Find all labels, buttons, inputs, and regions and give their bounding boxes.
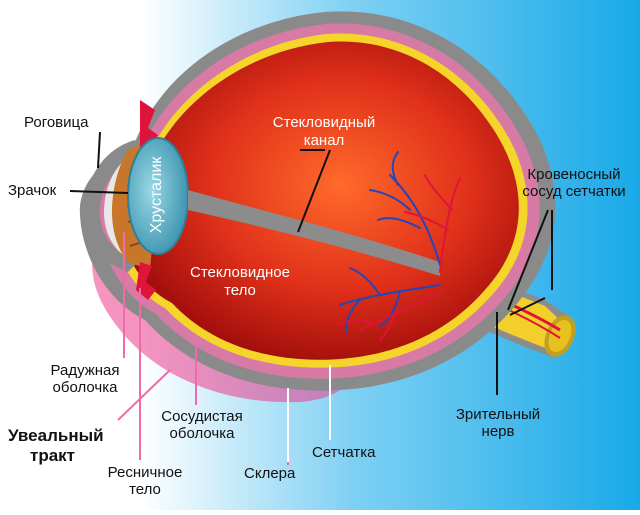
retinal-vessels-upper [369,151,461,273]
label-optic-nerve-line2: нерв [481,423,515,440]
label-optic-nerve-line1: Зрительный [455,406,541,423]
label-uveal-tract: Увеальный тракт [8,426,104,466]
label-iris: Радужная оболочка [40,362,130,396]
label-lens: Хрусталик [148,156,165,234]
label-retinal-vessel-line1: Кровеносный [527,166,621,183]
label-choroid-line1: Сосудистая [161,408,243,425]
label-pupil: Зрачок [8,182,57,199]
leader-lines [69,131,553,395]
label-iris-line2: оболочка [52,379,118,396]
label-choroid-line2: оболочка [169,425,235,442]
label-choroid: Сосудистая оболочка [150,408,254,442]
ciliary-body-shape [140,100,158,150]
label-uveal-tract-line1: Увеальный [8,426,104,445]
label-vitreous-canal-line2: канал [303,132,345,149]
retinal-vessels-lower [337,267,441,341]
label-retina: Сетчатка [312,444,376,461]
label-vitreous-body: Стекловидное тело [178,264,302,300]
label-vitreous-canal-line1: Стекловидный [272,114,376,131]
label-sclera: Склера [244,465,296,482]
label-uveal-tract-line2: тракт [30,446,75,465]
label-ciliary-body-line2: тело [129,481,161,498]
anterior-chamber [104,150,142,262]
vitreous-canal-shape [188,190,440,276]
label-ciliary-body-line1: Ресничное [107,464,183,481]
label-optic-nerve: Зрительный нерв [446,406,550,440]
vitreous-shape [121,41,519,360]
label-vitreous-canal: Стекловидный канал [262,114,386,150]
cornea-shape [84,140,142,272]
label-cornea: Роговица [24,114,89,131]
label-iris-line1: Радужная [50,362,120,379]
label-retinal-vessel: Кровеносный сосуд сетчатки [508,166,640,200]
label-ciliary-body: Ресничное тело [100,464,190,498]
label-retinal-vessel-line2: сосуд сетчатки [522,183,626,200]
label-vitreous-body-line2: тело [224,282,256,299]
label-vitreous-body-line1: Стекловидное [190,264,290,281]
